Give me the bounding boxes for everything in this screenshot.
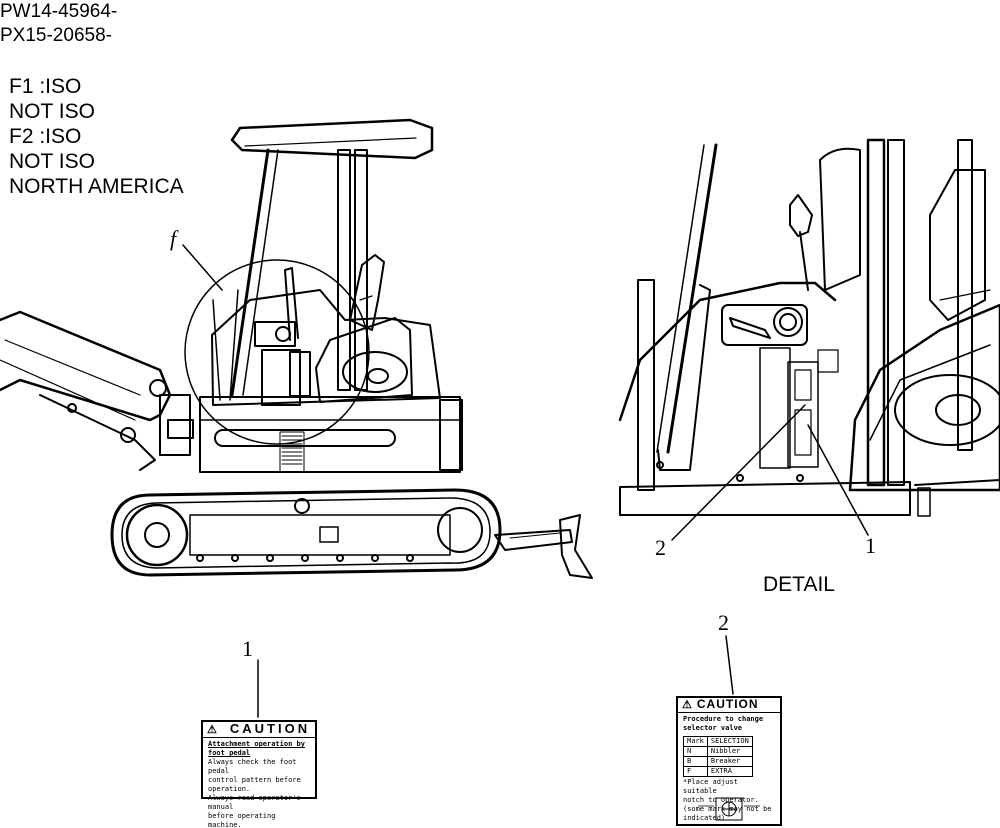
table-cell: B [683,756,708,767]
selection-table: Mark SELECTION N Nibbler B Breaker F EXT… [683,736,753,777]
table-header-cell: SELECTION [706,736,753,747]
table-row: B Breaker [683,756,753,767]
selector-valve-icon [698,797,760,821]
detail-view [618,138,1000,541]
label-2-note: *Place adjust suitable [683,778,738,795]
label-2-header: ⚠CAUTION [678,698,780,713]
table-cell: F [683,766,708,777]
model-number-1: PW14-45964- [0,1,118,22]
table-header-row: Mark SELECTION [683,736,753,747]
callout-label-1: 1 [242,636,253,661]
table-cell: Breaker [706,756,753,767]
note-line-2: NOT ISO [9,100,95,123]
label-2-title: CAUTION [696,697,759,711]
label-2-line: Procedure to change [683,715,764,723]
label-1-line: Always read operator's manual [208,794,301,811]
model-number-2: PX15-20658- [0,25,112,46]
table-header-cell: Mark [683,736,708,747]
note-line-5: NORTH AMERICA [9,175,184,198]
table-cell: N [683,746,708,757]
note-line-1: F1 :ISO [9,75,82,98]
warning-triangle-icon: ⚠ [207,724,220,736]
label-1-line: operation. [208,785,251,793]
label-2-line: selector valve [683,724,743,732]
label-1-body: Attachment operation by foot pedal Alway… [203,738,315,828]
label-1-line: Always check the foot pedal [208,758,297,775]
table-row: N Nibbler [683,746,753,757]
label-1-line: Attachment operation by foot pedal [208,740,305,757]
label-1-title: CAUTION [229,721,311,736]
label-2-note: notch to operator. [683,796,759,804]
table-row: F EXTRA [683,766,753,777]
callout-detail-1: 1 [865,533,876,558]
label-2-note: indicated) [683,814,726,822]
callout-f: f [170,226,177,251]
detail-caption: DETAIL [763,573,835,596]
label-1-line: control pattern before [208,776,301,784]
warning-triangle-icon: ⚠ [682,699,693,711]
label-1-header: ⚠ CAUTION [203,722,315,738]
note-line-4: NOT ISO [9,150,95,173]
excavator-side-view [0,118,593,579]
caution-label-1: ⚠ CAUTION Attachment operation by foot pe… [201,720,317,828]
label-2-body: Procedure to change selector valve [678,713,780,735]
callout-label-2: 2 [718,610,729,635]
caution-label-2: ⚠CAUTION Procedure to change selector va… [676,696,782,826]
callout-detail-2: 2 [655,535,666,560]
leader-label-2 [725,635,734,695]
table-cell: Nibbler [706,746,753,757]
label-1-line: before operating machine. [208,812,276,828]
note-line-3: F2 :ISO [9,125,82,148]
table-cell: EXTRA [706,766,753,777]
